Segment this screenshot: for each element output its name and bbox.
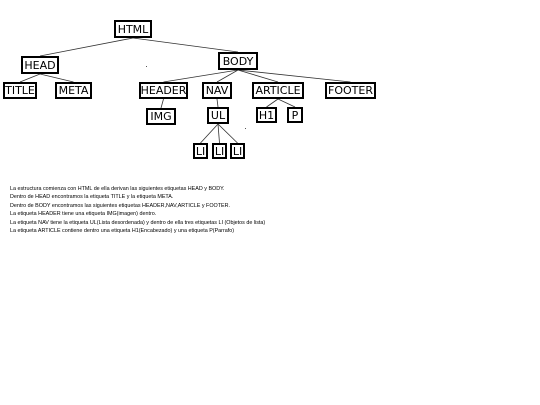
node-h1: H1 [256, 107, 277, 123]
stray-dot [245, 128, 246, 129]
edge-body-article [237, 69, 279, 83]
node-li1: LI [193, 143, 208, 159]
description-line: La estructura comienza con HTML de ella … [10, 186, 225, 192]
node-head: HEAD [21, 56, 59, 74]
edge-html-head [39, 37, 134, 57]
edge-article-p [277, 98, 296, 108]
node-footer: FOOTER [325, 82, 376, 99]
edge-head-meta [39, 73, 74, 83]
edge-ul-li2 [217, 123, 220, 144]
description-line: Dentro de BODY encontramos las siguiente… [10, 202, 231, 209]
description-text: La estructura comienza con HTML de ella … [10, 185, 510, 235]
node-header: HEADER [139, 82, 188, 99]
node-meta: META [55, 82, 92, 99]
node-img: IMG [146, 108, 176, 125]
edge-nav-ul [216, 98, 219, 108]
edge-ul-li1 [200, 123, 219, 144]
description-line: Dentro de HEAD encontramos la etiqueta T… [10, 194, 174, 201]
edge-body-footer [237, 69, 351, 83]
edge-body-header [163, 69, 239, 83]
stray-dot [146, 66, 147, 67]
node-html: HTML [114, 20, 152, 38]
node-p: P [287, 107, 303, 123]
description-line: La etiqueta HEADER tiene una etiqueta IM… [10, 211, 157, 218]
edge-header-img [160, 98, 164, 109]
node-nav: NAV [202, 82, 232, 99]
description-line: La etiqueta ARTICLE contiene dentro una … [10, 228, 235, 235]
node-ul: UL [207, 107, 229, 124]
node-body: BODY [218, 52, 258, 70]
edge-html-body [132, 37, 239, 53]
node-title: TITLE [3, 82, 37, 99]
node-li3: LI [230, 143, 245, 159]
node-li2: LI [212, 143, 227, 159]
node-article: ARTICLE [252, 82, 304, 99]
edge-article-h1 [266, 98, 279, 108]
edge-head-title [19, 73, 41, 83]
description-line: La etiqueta NAV tiene la etiqueta UL(Lis… [10, 219, 266, 226]
edge-body-nav [216, 69, 239, 83]
edge-ul-li3 [217, 123, 238, 144]
tree-connectors [19, 37, 351, 144]
